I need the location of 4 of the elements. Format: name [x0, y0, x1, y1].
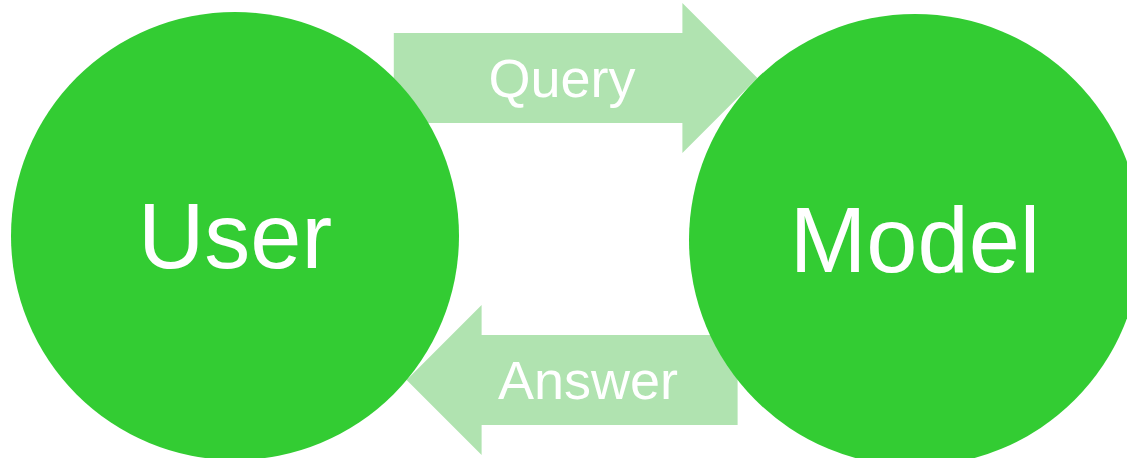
node-label: User — [137, 190, 333, 282]
block-arrow — [393, 3, 758, 153]
node-label: Model — [789, 194, 1041, 286]
edge-label: Answer — [497, 353, 679, 407]
